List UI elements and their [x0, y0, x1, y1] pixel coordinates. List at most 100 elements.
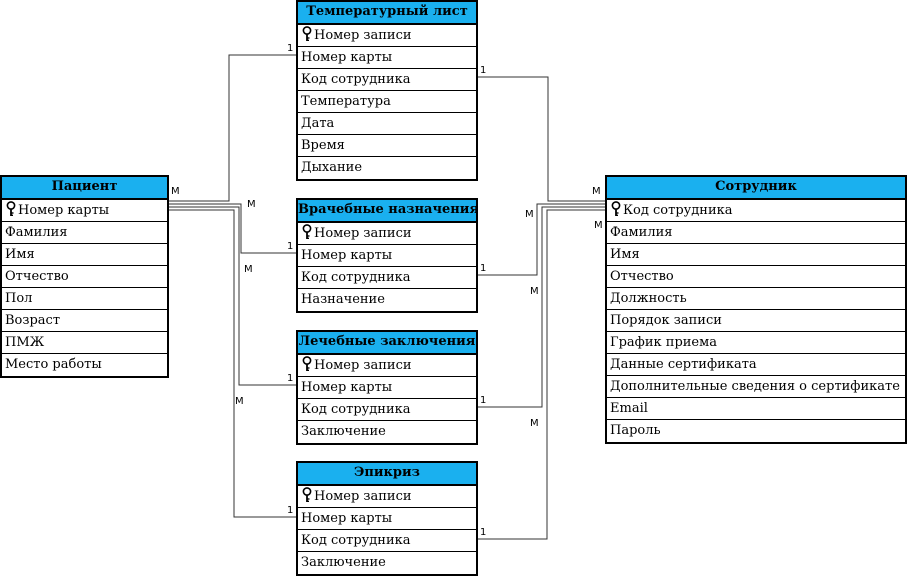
- card-one-conclusions: 1: [287, 373, 294, 384]
- entity-field: Возраст: [2, 310, 167, 332]
- field-label: Фамилия: [610, 225, 673, 240]
- entity-field: Email: [607, 398, 905, 420]
- primary-key-field: Номер записи: [298, 25, 476, 47]
- entity-field: Порядок записи: [607, 310, 905, 332]
- field-label: Отчество: [610, 269, 674, 284]
- key-icon: [301, 224, 313, 240]
- key-icon: [301, 26, 313, 42]
- field-label: Номер карты: [301, 50, 393, 65]
- card-one-emp-epicrisis: 1: [480, 527, 487, 538]
- field-label: Номер записи: [314, 226, 412, 241]
- primary-key-field: Код сотрудника: [607, 200, 905, 222]
- field-label: Фамилия: [5, 225, 68, 240]
- rel-employee-epicrisis: [477, 209, 606, 540]
- field-label: Код сотрудника: [301, 402, 411, 417]
- entity-field: Номер карты: [298, 245, 476, 267]
- field-label: Номер записи: [314, 489, 412, 504]
- entity-field: График приема: [607, 332, 905, 354]
- rel-patient-prescriptions: [168, 203, 297, 254]
- field-label: Заключение: [301, 424, 386, 439]
- entity-title: Пациент: [2, 177, 167, 200]
- entity-field: ПМЖ: [2, 332, 167, 354]
- field-label: Пол: [5, 291, 33, 306]
- entity-field: Код сотрудника: [298, 69, 476, 91]
- entity-field: Назначение: [298, 289, 476, 311]
- field-label: График приема: [610, 335, 717, 350]
- key-icon: [301, 487, 313, 503]
- entity-field: Номер карты: [298, 377, 476, 399]
- entity-field: Имя: [607, 244, 905, 266]
- primary-key-field: Номер записи: [298, 355, 476, 377]
- rel-patient-epicrisis: [168, 209, 297, 518]
- field-label: Номер записи: [314, 28, 412, 43]
- field-label: Пароль: [610, 423, 661, 438]
- field-label: Номер карты: [301, 511, 393, 526]
- entity-field: Дата: [298, 113, 476, 135]
- card-many-patient-conclusions: М: [244, 264, 253, 275]
- field-label: Отчество: [5, 269, 69, 284]
- field-label: Номер карты: [301, 380, 393, 395]
- entity-field: Заключение: [298, 552, 476, 574]
- entity-field: Имя: [2, 244, 167, 266]
- entity-title: Врачебные назначения: [298, 200, 476, 223]
- rel-employee-prescriptions: [477, 203, 606, 276]
- card-one-tempsheet: 1: [287, 43, 294, 54]
- card-many-employee-conclusions: М: [530, 286, 539, 297]
- card-many-patient-epicrisis: М: [235, 396, 244, 407]
- field-label: Данные сертификата: [610, 357, 757, 372]
- field-label: Код сотрудника: [301, 533, 411, 548]
- field-label: Заключение: [301, 555, 386, 570]
- field-label: Температура: [301, 94, 391, 109]
- entity-field: Пол: [2, 288, 167, 310]
- entity-field: Номер карты: [298, 47, 476, 69]
- entity-field: Дыхание: [298, 157, 476, 179]
- field-label: ПМЖ: [5, 335, 45, 350]
- entity-title: Сотрудник: [607, 177, 905, 200]
- entity-field: Номер карты: [298, 508, 476, 530]
- entity-field: Данные сертификата: [607, 354, 905, 376]
- field-label: Порядок записи: [610, 313, 722, 328]
- entity-field: Время: [298, 135, 476, 157]
- rel-patient-tempsheet: [168, 54, 297, 202]
- field-label: Код сотрудника: [301, 270, 411, 285]
- primary-key-field: Номер карты: [2, 200, 167, 222]
- field-label: Номер карты: [18, 203, 110, 218]
- entity-field: Код сотрудника: [298, 267, 476, 289]
- key-icon: [5, 201, 17, 217]
- entity-title: Температурный лист: [298, 2, 476, 25]
- card-many-employee-prescriptions: М: [525, 209, 534, 220]
- rel-employee-conclusions: [477, 206, 606, 408]
- field-label: Дыхание: [301, 160, 363, 175]
- field-label: Имя: [5, 247, 35, 262]
- card-many-employee-epicrisis-2: М: [594, 220, 603, 231]
- card-one-emp-tempsheet: 1: [480, 65, 487, 76]
- key-icon: [610, 201, 622, 217]
- entity-title: Лечебные заключения: [298, 332, 476, 355]
- field-label: Назначение: [301, 292, 385, 307]
- field-label: Email: [610, 401, 648, 416]
- entity-field: Дополнительные сведения о сертификате: [607, 376, 905, 398]
- field-label: Номер записи: [314, 358, 412, 373]
- field-label: Возраст: [5, 313, 61, 328]
- card-one-emp-conclusions: 1: [480, 395, 487, 406]
- rel-employee-tempsheet: [477, 76, 606, 202]
- entity-field: Температура: [298, 91, 476, 113]
- entity-field: Фамилия: [2, 222, 167, 244]
- primary-key-field: Номер записи: [298, 486, 476, 508]
- entity-field: Код сотрудника: [298, 399, 476, 421]
- card-many-patient-tempsheet: М: [171, 186, 180, 197]
- card-one-prescriptions: 1: [287, 241, 294, 252]
- field-label: Дополнительные сведения о сертификате: [610, 379, 900, 394]
- field-label: Имя: [610, 247, 640, 262]
- card-many-employee-tempsheet: М: [592, 186, 601, 197]
- field-label: Номер карты: [301, 248, 393, 263]
- entity-title: Эпикриз: [298, 463, 476, 486]
- card-many-employee-epicrisis: М: [530, 418, 539, 429]
